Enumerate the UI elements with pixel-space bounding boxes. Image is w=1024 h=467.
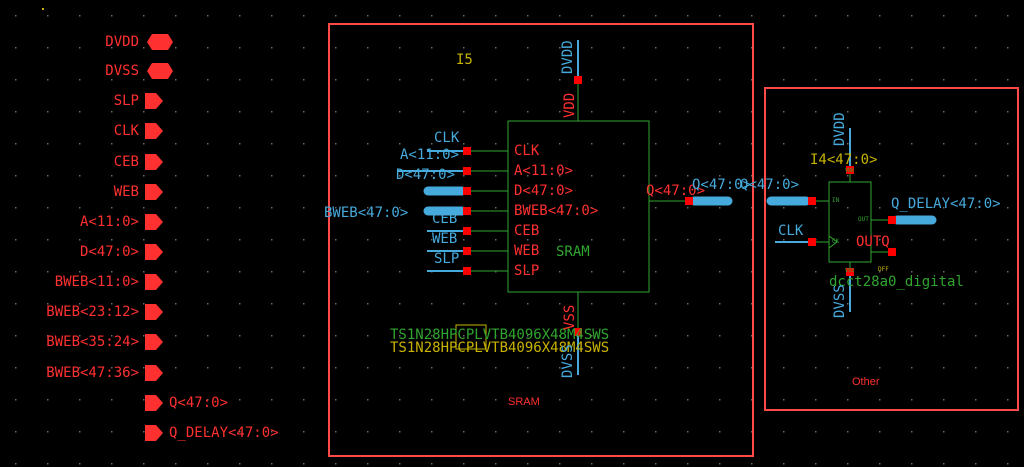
pin-slp-label: SLP	[113, 93, 139, 109]
sram-pin-a: A<11:0>	[514, 163, 574, 179]
sram-pin-bweb: BWEB<47:0>	[514, 203, 599, 219]
pin-d-shape[interactable]	[145, 244, 163, 260]
sram-net-bweb[interactable]: BWEB<47:0>	[324, 205, 409, 221]
dff-pin-outq: OUTQ	[856, 234, 890, 250]
sram-pin-d: D<47:0>	[514, 183, 574, 199]
sram-cell-lib-1: TS1N28HPCPLVTB4096X48M4SWS	[390, 327, 610, 343]
dff-pin-ck: CK	[832, 238, 840, 245]
pin-ceb-shape[interactable]	[145, 154, 163, 170]
dff-bus-wires[interactable]	[766, 196, 937, 225]
sram-net-web[interactable]: WEB	[432, 231, 458, 247]
pin-q-label: Q<47:0>	[169, 395, 229, 411]
other-top-net: DVDD	[832, 112, 848, 146]
pin-qdelay-shape[interactable]	[145, 425, 163, 441]
dff-net-clk[interactable]: CLK	[778, 223, 804, 239]
dff-type-label: DFF	[878, 266, 889, 273]
pin-dvss-shape[interactable]	[147, 63, 173, 79]
sram-group-title: SRAM	[508, 396, 540, 408]
other-instance-name: I4<47:0>	[810, 152, 878, 168]
sram-net-q[interactable]: Q<47:0>	[692, 177, 752, 193]
pin-dvdd-shape[interactable]	[147, 34, 173, 50]
pin-slp-shape[interactable]	[145, 93, 163, 109]
pin-bweb2-label: BWEB<35:24>	[46, 334, 139, 350]
dff-pin-out: OUT	[858, 216, 869, 223]
sram-top-net: DVDD	[560, 40, 576, 74]
sram-pin-stubs	[467, 80, 689, 332]
sram-pin-markers[interactable]	[463, 76, 693, 336]
dff-pin-vss: VSS	[845, 268, 855, 274]
pin-dvdd-label: DVDD	[105, 34, 139, 50]
pin-web-shape[interactable]	[145, 184, 163, 200]
other-cell-name: dcct28a0_digital	[829, 274, 964, 290]
sram-pin-web: WEB	[514, 243, 540, 259]
pin-a-label: A<11:0>	[79, 214, 139, 230]
pin-bweb1-shape[interactable]	[145, 304, 163, 320]
sram-group-box[interactable]	[328, 23, 754, 457]
origin-marker	[42, 8, 44, 10]
sram-bottom-pin: VSS	[562, 304, 578, 330]
sram-cell-lib-2: TS1N28HPCPLVTB4096X48M4SWS	[390, 340, 610, 356]
pin-bweb3-shape[interactable]	[145, 365, 163, 381]
dff-pin-in: IN	[832, 197, 840, 204]
sram-net-slp[interactable]: SLP	[434, 251, 460, 267]
sram-net-ceb[interactable]: CEB	[432, 211, 458, 227]
pin-dvss-label: DVSS	[105, 63, 139, 79]
pin-bweb0-shape[interactable]	[145, 274, 163, 290]
other-group-title: Other	[852, 376, 880, 388]
sram-wires[interactable]	[398, 40, 579, 375]
pin-qdelay-label: Q_DELAY<47:0>	[169, 425, 279, 441]
sram-net-clk[interactable]: CLK	[434, 130, 460, 146]
pin-q-shape[interactable]	[145, 395, 163, 411]
pin-clk-label: CLK	[113, 123, 139, 139]
sram-top-pin: VDD	[562, 92, 578, 118]
sram-net-d[interactable]: D<47:0>	[396, 167, 456, 183]
sram-cell-name: SRAM	[556, 244, 590, 260]
io-pin-shapes	[145, 34, 173, 441]
pin-bweb1-label: BWEB<23:12>	[46, 304, 139, 320]
sram-instance-name: I5	[456, 52, 473, 68]
pin-clk-shape[interactable]	[145, 123, 163, 139]
pin-d-label: D<47:0>	[79, 244, 139, 260]
pin-bweb0-label: BWEB<11:0>	[54, 274, 139, 290]
sram-bus-wires[interactable]	[423, 186, 733, 216]
pin-bweb2-shape[interactable]	[145, 334, 163, 350]
sram-net-a[interactable]: A<11:0>	[400, 147, 460, 163]
pin-web-label: WEB	[113, 184, 139, 200]
other-group-box[interactable]	[764, 87, 1019, 411]
pin-bweb3-label: BWEB<47:36>	[46, 365, 139, 381]
dff-net-out[interactable]: Q_DELAY<47:0>	[891, 196, 1001, 212]
dff-clock-triangle	[828, 235, 838, 249]
pin-a-shape[interactable]	[145, 214, 163, 230]
pin-ceb-label: CEB	[113, 154, 139, 170]
dff-pin-markers[interactable]	[808, 166, 896, 276]
other-bottom-net: DVSS	[832, 284, 848, 318]
dff-pin-vdd: VDD	[845, 168, 855, 174]
sram-cell-origin-box	[455, 324, 487, 350]
sram-bottom-net: DVSS	[560, 344, 576, 378]
dff-wires[interactable]	[775, 128, 851, 312]
sram-pin-q: Q<47:0>	[646, 183, 706, 199]
dff-net-in[interactable]: Q<47:0>	[740, 177, 800, 193]
sram-pin-ceb: CEB	[514, 223, 540, 239]
sram-pin-slp: SLP	[514, 263, 540, 279]
sram-pin-clk: CLK	[514, 143, 540, 159]
